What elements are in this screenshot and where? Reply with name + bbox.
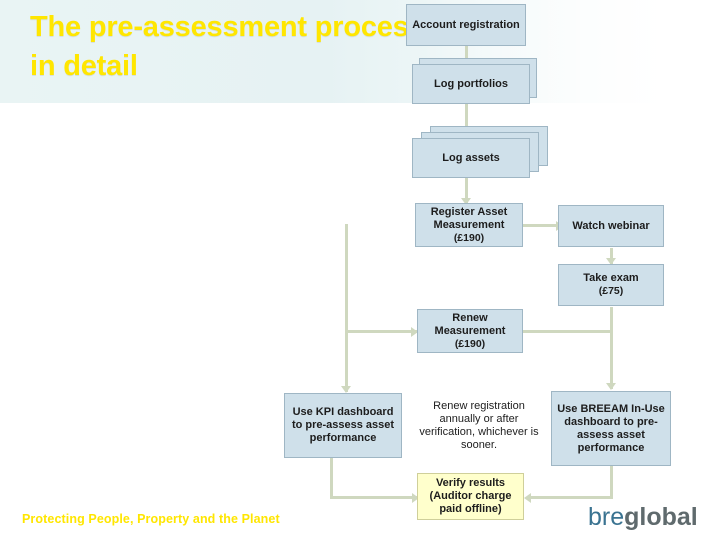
node-log-portfolios[interactable]: Log portfolios [412, 64, 530, 104]
node-verify-results[interactable]: Verify results (Auditor charge paid offl… [417, 473, 524, 520]
node-account-registration-label: Account registration [412, 18, 520, 31]
arrowhead-breeam-to-verify [524, 493, 531, 503]
arrowhead-exam-to-breeam [606, 383, 616, 390]
connector-portfolios-to-assets [465, 104, 468, 130]
logo-bre-text: bre [588, 503, 625, 531]
node-watch-webinar[interactable]: Watch webinar [558, 205, 664, 247]
node-log-portfolios-label: Log portfolios [434, 77, 508, 90]
node-register-asset-measurement-label: Register Asset Measurement [430, 205, 508, 231]
logo-global-text: global [624, 503, 698, 531]
node-use-kpi-dashboard[interactable]: Use KPI dashboard to pre-assess asset pe… [284, 393, 402, 458]
page-title: The pre-assessment process in detail [30, 11, 425, 82]
connector-register-to-webinar [523, 224, 561, 227]
node-use-kpi-dashboard-label: Use KPI dashboard to pre-assess asset pe… [291, 406, 395, 444]
arrowhead-assets-to-register [461, 198, 471, 205]
node-renew-registration-note-label: Renew registration annually or after ver… [419, 399, 539, 451]
connector-webinar-to-exam [610, 248, 613, 264]
node-log-assets-label: Log assets [442, 151, 500, 164]
connector-assets-to-register [465, 178, 468, 204]
connector-register-left-down [345, 224, 348, 332]
connector-renew-to-right-column [523, 330, 611, 333]
node-renew-measurement[interactable]: Renew Measurement (£190) [417, 309, 523, 353]
header-band [0, 0, 720, 103]
connector-exam-to-breeam [610, 307, 613, 389]
node-use-breeam-dashboard[interactable]: Use BREEAM In-Use dashboard to pre-asses… [551, 391, 671, 466]
node-verify-results-label: Verify results (Auditor charge paid offl… [429, 477, 512, 515]
node-register-asset-measurement[interactable]: Register Asset Measurement (£190) [415, 203, 523, 247]
arrowhead-kpi-to-verify [412, 493, 419, 503]
arrowhead-webinar-to-exam [606, 258, 616, 265]
connector-account-to-portfolios [465, 46, 468, 66]
node-take-exam-fee: (£75) [598, 285, 624, 297]
node-log-assets[interactable]: Log assets [412, 138, 530, 178]
node-register-asset-measurement-fee: (£190) [453, 231, 485, 244]
node-use-breeam-dashboard-label: Use BREEAM In-Use dashboard to pre-asses… [557, 402, 665, 454]
node-renew-registration-note: Renew registration annually or after ver… [414, 393, 544, 458]
connector-breeam-to-verify [530, 496, 613, 499]
arrowhead-to-renew-measurement [411, 327, 418, 337]
connector-kpi-to-verify [330, 496, 418, 499]
footer-tagline: Protecting People, Property and the Plan… [22, 512, 280, 526]
node-watch-webinar-label: Watch webinar [572, 219, 650, 232]
arrowhead-to-kpi-dashboard [341, 386, 351, 393]
node-take-exam[interactable]: Take exam (£75) [558, 264, 664, 306]
connector-kpi-down [330, 458, 333, 498]
node-account-registration[interactable]: Account registration [406, 4, 526, 46]
connector-register-left-to-renew [345, 330, 417, 333]
connector-left-down-to-kpi [345, 330, 348, 392]
bre-global-logo: breglobal [588, 503, 698, 531]
connector-breeam-down [610, 466, 613, 498]
node-renew-measurement-fee: (£190) [454, 337, 486, 350]
node-renew-measurement-label: Renew Measurement [434, 311, 506, 337]
node-take-exam-label: Take exam [583, 272, 639, 284]
